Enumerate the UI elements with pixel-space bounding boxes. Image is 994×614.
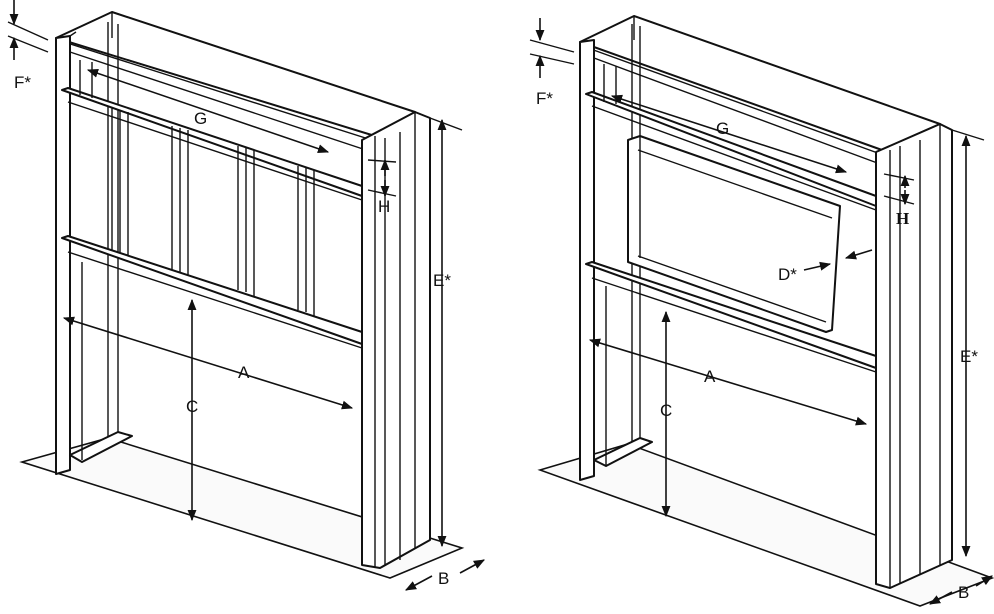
right-label-d: D*: [778, 265, 797, 284]
left-end-stud: [55, 35, 71, 475]
right-end-stud: [579, 39, 595, 481]
right-dimensions: F* G H D* E* A C B: [529, 18, 993, 605]
left-floor: [19, 437, 465, 579]
left-end-post: [361, 111, 431, 569]
right-frame: [537, 15, 994, 607]
right-label-e: E*: [960, 347, 978, 366]
right-trimmer: [593, 437, 653, 467]
right-label-g: G: [716, 119, 729, 138]
right-recessed-panel: [627, 135, 841, 333]
left-label-f: F*: [14, 73, 31, 92]
left-sill: [61, 235, 363, 345]
right-label-a: A: [704, 367, 716, 386]
left-label-a: A: [238, 363, 250, 382]
left-label-h: H: [378, 197, 390, 216]
right-label-c: C: [660, 401, 672, 420]
right-label-h: H: [896, 209, 909, 228]
left-label-b: B: [438, 569, 449, 588]
left-label-e: E*: [433, 271, 451, 290]
left-label-g: G: [194, 109, 207, 128]
left-frame: [19, 11, 465, 579]
left-trimmer: [69, 431, 133, 463]
left-top-plate: [55, 11, 416, 137]
right-label-b: B: [958, 583, 969, 602]
left-cripple-studs: [111, 108, 315, 316]
left-dimensions: F* G H E* A C B: [7, 0, 485, 591]
left-label-c: C: [186, 397, 198, 416]
right-label-f: F*: [536, 89, 553, 108]
